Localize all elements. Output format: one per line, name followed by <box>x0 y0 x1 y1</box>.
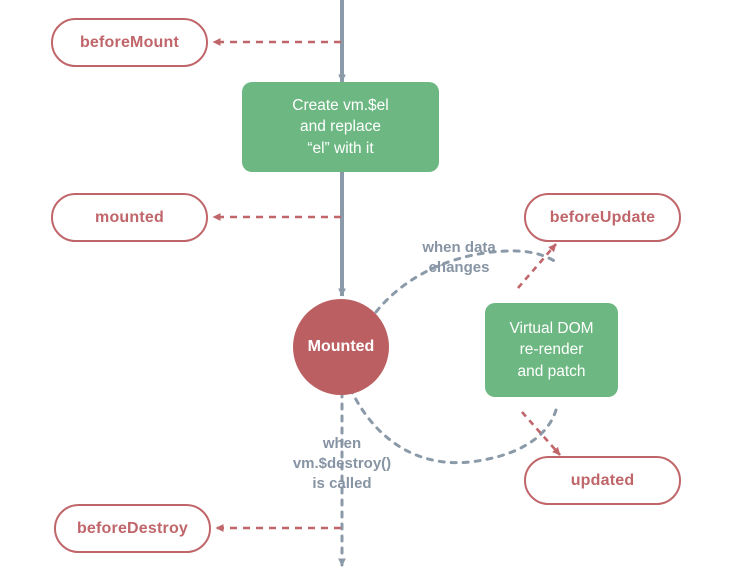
hook-label-mounted: mounted <box>95 208 164 226</box>
process-box-virtual-dom: Virtual DOM re-render and patch <box>485 303 618 397</box>
hook-label-updated: updated <box>570 471 635 489</box>
update-loop-upper-arc <box>374 249 558 314</box>
hook-pill-mounted[interactable]: mounted <box>51 193 208 242</box>
update-loop-lower-arc <box>350 390 558 465</box>
vdom-line-1: Virtual DOM <box>509 319 594 337</box>
hook-pill-updated[interactable]: updated <box>524 456 681 505</box>
create-el-line-1: Create vm.$el <box>292 96 389 114</box>
data-changes-line-1: when data <box>422 239 496 256</box>
connector-updated <box>521 411 561 456</box>
annotation-when-destroy-called: when vm.$destroy() is called <box>272 434 412 494</box>
create-el-line-3: “el” with it <box>307 139 374 157</box>
vdom-line-2: re-render <box>519 341 584 359</box>
destroy-called-line-3: is called <box>312 474 372 492</box>
destroy-called-line-1: when <box>322 435 362 452</box>
destroy-called-line-2: vm.$destroy() <box>292 454 392 472</box>
hook-label-beforeDestroy: beforeDestroy <box>76 519 189 537</box>
data-changes-line-2: changes <box>428 258 490 276</box>
hook-pill-beforeMount[interactable]: beforeMount <box>51 18 208 67</box>
hook-pill-beforeUpdate[interactable]: beforeUpdate <box>524 193 681 242</box>
process-box-create-el: Create vm.$el and replace “el” with it <box>242 82 439 172</box>
create-el-line-2: and replace <box>299 118 381 136</box>
connector-beforeUpdate <box>517 243 557 289</box>
hook-label-beforeMount: beforeMount <box>79 33 180 51</box>
state-circle-mounted: Mounted <box>293 299 389 395</box>
annotation-when-data-changes: when data changes <box>396 238 522 278</box>
state-label-mounted: Mounted <box>307 338 375 355</box>
hook-label-beforeUpdate: beforeUpdate <box>549 208 656 226</box>
hook-pill-beforeDestroy[interactable]: beforeDestroy <box>54 504 211 553</box>
vdom-line-3: and patch <box>517 362 586 380</box>
